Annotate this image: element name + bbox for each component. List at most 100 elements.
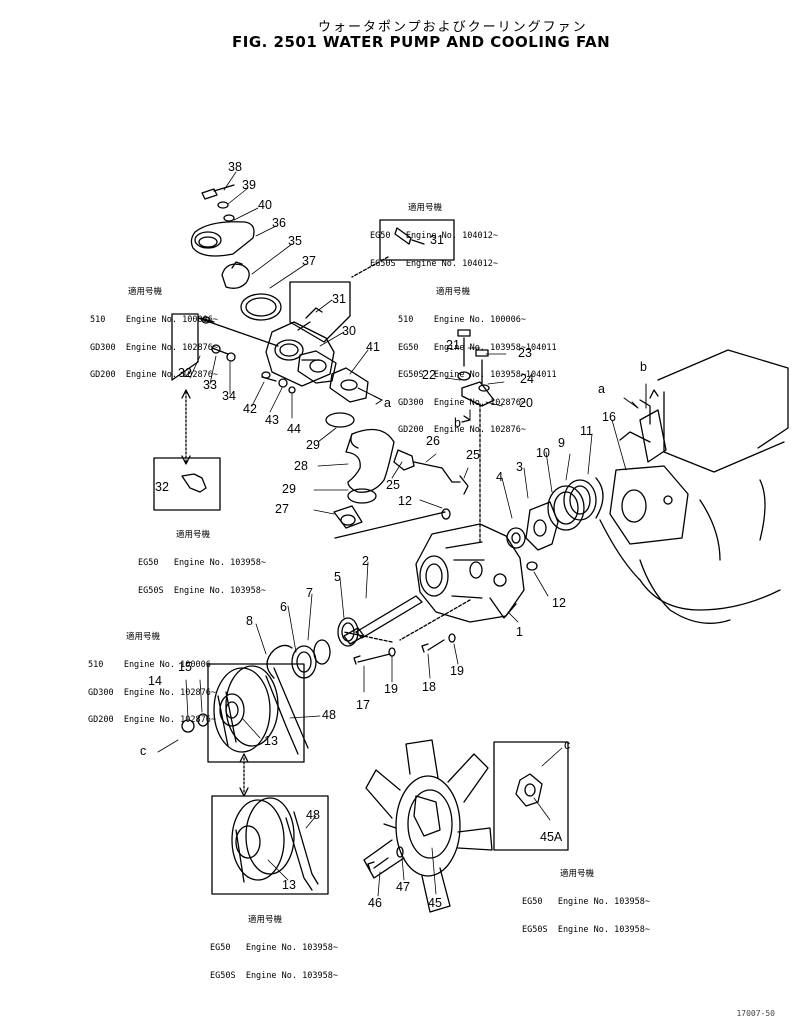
note-row: GD200 Engine No. 102876~	[90, 370, 218, 381]
hose-group	[325, 412, 469, 539]
part-callout: 32	[178, 366, 192, 380]
part-callout: 4	[496, 470, 503, 484]
note-row: GD300 Engine No. 102876~	[398, 397, 526, 408]
part-callout: 21	[446, 338, 460, 352]
part-callout: 1	[516, 625, 523, 639]
figure-title: FIG. 2501 WATER PUMP AND COOLING FAN	[232, 33, 611, 51]
part-callout: 7	[306, 586, 313, 600]
note-row: GD300 Engine No. 102876~	[90, 342, 218, 353]
part-callout: 12	[398, 494, 412, 508]
note-row: EG50S Engine No. 103958~	[522, 924, 650, 935]
inset-box-32	[153, 313, 279, 511]
note-row: EG50S Engine No. 104012~	[370, 258, 498, 269]
part-callout: 22	[422, 368, 436, 382]
note-row: EG50 Engine No. 104012~	[370, 231, 498, 242]
part-callout: 43	[265, 413, 279, 427]
applicability-header: 適用号機	[126, 632, 161, 643]
engine-block	[599, 349, 789, 624]
part-callout: 19	[450, 664, 464, 678]
applicability-note: 適用号機 510 Engine No. 100006~ GD300 Engine…	[88, 615, 216, 735]
note-row: EG50 Engine No. 103958~	[522, 897, 650, 908]
applicability-note: 適用号機 EG50 Engine No. 103958~ EG50S Engin…	[522, 852, 650, 944]
part-callout: 31	[332, 292, 346, 306]
part-callout: b	[640, 360, 647, 374]
title-japanese: ウォータポンプおよびクーリングファン	[318, 20, 588, 35]
part-callout: 26	[426, 434, 440, 448]
note-row: 510 Engine No. 100006~	[398, 315, 526, 326]
applicability-note: 適用号機 EG50 Engine No. 103958~ EG50S Engin…	[138, 513, 266, 605]
note-row: EG50S Engine No. 103958~104011	[398, 370, 557, 381]
part-callout: 41	[366, 340, 380, 354]
note-row: GD300 Engine No. 102876~	[88, 687, 216, 698]
shaft-and-bearings	[266, 595, 471, 679]
part-callout: 48	[306, 808, 320, 822]
impeller-and-seals	[506, 465, 689, 551]
part-callout: a	[384, 396, 391, 410]
part-callout: 45	[428, 896, 442, 910]
part-callout: 31	[430, 233, 444, 247]
note-row: GD200 Engine No. 102876~	[88, 715, 216, 726]
applicability-note: 適用号機 EG50 Engine No. 103958~ EG50S Engin…	[210, 898, 338, 990]
bracket-hardware-group	[457, 329, 495, 545]
part-callout: 40	[258, 198, 272, 212]
part-callout: 3	[516, 460, 523, 474]
part-callout: 18	[422, 680, 436, 694]
part-callout: 11	[580, 424, 593, 438]
sheet-number: 17007-50	[736, 1009, 775, 1018]
part-callout: 19	[384, 682, 398, 696]
part-callout: 29	[306, 438, 320, 452]
note-row: EG50S Engine No. 103958~	[138, 585, 266, 596]
part-callout: 35	[288, 234, 302, 248]
part-callout: 6	[280, 600, 287, 614]
part-callout: 27	[275, 502, 289, 516]
note-row: EG50 Engine No. 103958~	[138, 558, 266, 569]
applicability-header: 適用号機	[176, 530, 211, 541]
part-callout: 36	[272, 216, 286, 230]
note-row: EG50S Engine No. 103958~	[210, 970, 338, 981]
part-callout: 33	[203, 378, 217, 392]
part-callout: 13	[264, 734, 278, 748]
leader-lines	[157, 171, 627, 897]
part-callout: 17	[356, 698, 370, 712]
part-callout: 8	[246, 614, 253, 628]
part-callout: 47	[396, 880, 410, 894]
part-callout: 12	[552, 596, 566, 610]
part-callout: 32	[155, 480, 169, 494]
part-callout: 39	[242, 178, 256, 192]
part-callout: 46	[368, 896, 382, 910]
part-callout: 23	[518, 346, 532, 360]
part-callout: 45A	[540, 830, 563, 844]
reference-arrows	[357, 383, 647, 421]
note-row: EG50 Engine No. 103958~104011	[398, 342, 557, 353]
part-callout: 16	[602, 410, 616, 424]
note-row: GD200 Engine No. 102876~	[398, 425, 526, 436]
part-callout: c	[140, 744, 147, 758]
part-callout: 30	[342, 324, 356, 338]
part-callout: 24	[520, 372, 534, 386]
part-callout: a	[598, 382, 605, 396]
part-callout: 5	[334, 570, 341, 584]
part-callout: 2	[362, 554, 369, 568]
applicability-header: 適用号機	[128, 287, 163, 298]
part-callout: 37	[302, 254, 316, 268]
thermostat-cover-group	[190, 184, 369, 403]
applicability-note: 適用号機 EG50 Engine No. 104012~ EG50S Engin…	[370, 186, 498, 278]
part-callout: 29	[282, 482, 296, 496]
part-callout: 15	[178, 660, 192, 674]
part-callout: 14	[148, 674, 162, 688]
part-callout: b	[454, 416, 461, 430]
water-pump-body	[415, 508, 538, 623]
note-row: 510 Engine No. 100006~	[88, 660, 216, 671]
cooling-fan	[363, 739, 569, 913]
part-callout: 25	[386, 478, 400, 492]
note-row: EG50 Engine No. 103958~	[210, 943, 338, 954]
part-callout: 28	[294, 459, 308, 473]
inset-box-31	[289, 219, 455, 343]
part-callout: c	[564, 738, 571, 752]
applicability-note: 適用号機 510 Engine No. 100006~ EG50 Engine …	[398, 270, 557, 445]
part-callout: 34	[222, 389, 236, 403]
applicability-header: 適用号機	[248, 915, 283, 926]
part-callout: 42	[243, 402, 257, 416]
part-callout: 44	[287, 422, 301, 436]
